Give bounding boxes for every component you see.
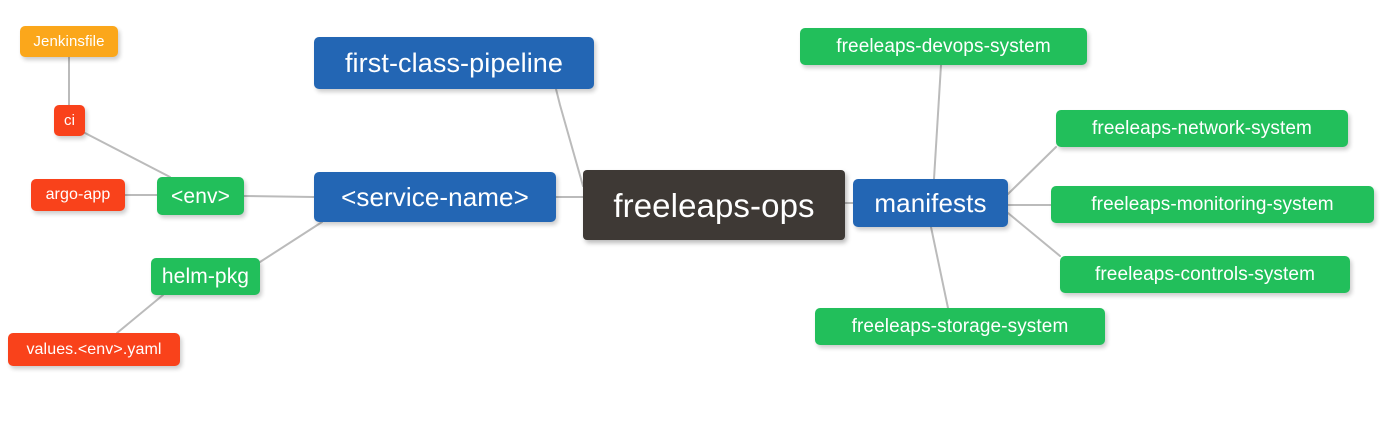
node-manifests[interactable]: manifests xyxy=(853,179,1008,227)
node-freeleaps-ops[interactable]: freeleaps-ops xyxy=(583,170,845,240)
node-freeleaps-network-system[interactable]: freeleaps-network-system xyxy=(1056,110,1348,147)
node-jenkinsfile[interactable]: Jenkinsfile xyxy=(20,26,118,57)
node-argo-app[interactable]: argo-app xyxy=(31,179,125,211)
node-freeleaps-storage-system[interactable]: freeleaps-storage-system xyxy=(815,308,1105,345)
edge-service-name-to-helm-pkg xyxy=(259,221,323,263)
edge-manifests-to-freeleaps-devops-system xyxy=(933,64,942,180)
edge-manifests-to-freeleaps-storage-system xyxy=(930,226,949,309)
node-ci[interactable]: ci xyxy=(54,105,85,136)
edge-helm-pkg-to-values-env-yaml xyxy=(116,294,164,334)
node-env[interactable]: <env> xyxy=(157,177,244,215)
edge-env-to-ci xyxy=(84,132,171,178)
node-freeleaps-monitoring-system[interactable]: freeleaps-monitoring-system xyxy=(1051,186,1374,223)
edge-manifests-to-freeleaps-network-system xyxy=(1007,146,1057,195)
node-freeleaps-devops-system[interactable]: freeleaps-devops-system xyxy=(800,28,1087,65)
node-values-env-yaml[interactable]: values.<env>.yaml xyxy=(8,333,180,366)
edge-service-name-to-env xyxy=(243,195,315,198)
node-first-class-pipeline[interactable]: first-class-pipeline xyxy=(314,37,594,89)
edge-freeleaps-ops-to-first-class-pipeline xyxy=(555,88,584,187)
node-helm-pkg[interactable]: helm-pkg xyxy=(151,258,260,295)
node-freeleaps-controls-system[interactable]: freeleaps-controls-system xyxy=(1060,256,1350,293)
node-service-name[interactable]: <service-name> xyxy=(314,172,556,222)
